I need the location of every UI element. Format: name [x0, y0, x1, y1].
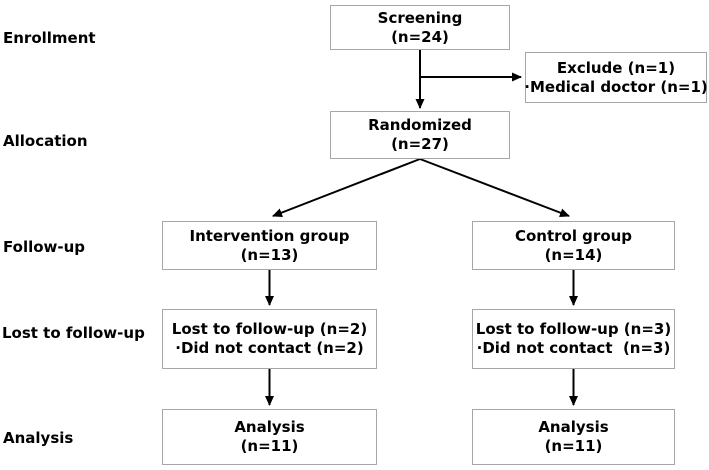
- node-screening-line1: Screening: [377, 8, 463, 27]
- stage-label-analysis: Analysis: [3, 429, 74, 447]
- node-control-group-line2: (n=14): [544, 245, 603, 264]
- node-randomized-line1: Randomized: [368, 116, 472, 134]
- node-randomized-line2: (n=27): [391, 135, 449, 153]
- node-analysis-control-line2: (n=11): [544, 437, 603, 455]
- node-lost-control-line1: Lost to follow-up (n=3): [475, 320, 672, 338]
- arrow-randomized-to-control: [419, 158, 570, 217]
- node-analysis-intervention: Analysis (n=11): [162, 409, 377, 465]
- node-analysis-intervention-line1: Analysis: [234, 418, 305, 436]
- node-lost-to-follow-up-control: Lost to follow-up (n=3) ·Did not contact…: [472, 309, 675, 369]
- node-lost-intervention-line2: ·Did not contact (n=2): [175, 339, 364, 357]
- node-intervention-group: Intervention group (n=13): [162, 221, 377, 270]
- node-analysis-intervention-line2: (n=11): [240, 437, 299, 455]
- stage-label-enrollment: Enrollment: [3, 29, 96, 47]
- node-exclude-line1: Exclude (n=1): [556, 58, 676, 77]
- node-screening: Screening (n=24): [330, 5, 510, 50]
- node-intervention-group-line2: (n=13): [240, 245, 299, 264]
- node-lost-intervention-line1: Lost to follow-up (n=2): [171, 320, 368, 338]
- node-exclude: Exclude (n=1) ·Medical doctor (n=1): [524, 52, 708, 103]
- node-analysis-control: Analysis (n=11): [472, 409, 675, 465]
- node-lost-to-follow-up-intervention: Lost to follow-up (n=2) ·Did not contact…: [162, 309, 377, 369]
- stage-label-allocation: Allocation: [3, 132, 88, 150]
- node-analysis-control-line1: Analysis: [538, 418, 609, 436]
- node-control-group-line1: Control group: [514, 226, 633, 245]
- stage-label-lost-to-follow-up: Lost to follow-up: [2, 324, 145, 342]
- node-lost-control-line2: ·Did not contact (n=3): [476, 339, 671, 357]
- arrow-randomized-to-intervention: [272, 158, 421, 217]
- node-intervention-group-line1: Intervention group: [189, 226, 350, 245]
- node-exclude-line2: ·Medical doctor (n=1): [524, 77, 708, 96]
- node-screening-line2: (n=24): [391, 27, 449, 46]
- stage-label-follow-up: Follow-up: [3, 238, 86, 256]
- node-randomized: Randomized (n=27): [330, 111, 510, 159]
- node-control-group: Control group (n=14): [472, 221, 675, 270]
